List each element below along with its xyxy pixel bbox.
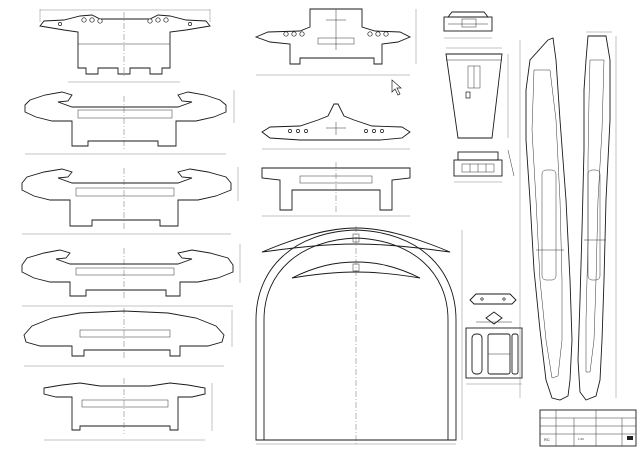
part-frame-tower [254,8,417,76]
part-frame-2 [24,90,235,155]
part-hull-side-left [519,37,573,401]
part-arch-frame [255,226,463,445]
part-taper-block [445,47,509,139]
part-top-frame [39,9,211,83]
title-block: RC 1:20 [539,409,637,447]
part-clamp-detail [453,149,515,183]
part-bracket-detail [465,293,523,385]
part-frame-6 [43,378,213,441]
mouse-cursor-icon [391,79,402,96]
title-block-logo: RC [544,437,550,442]
part-frame-middle [261,103,411,150]
part-frame-lower-middle [261,162,411,217]
part-frame-3 [21,167,239,235]
title-block-scale: 1:20 [578,437,584,441]
part-small-top [443,11,493,39]
part-frame-5 [23,308,233,367]
part-hull-side-right [577,31,617,401]
part-frame-4 [21,244,241,307]
